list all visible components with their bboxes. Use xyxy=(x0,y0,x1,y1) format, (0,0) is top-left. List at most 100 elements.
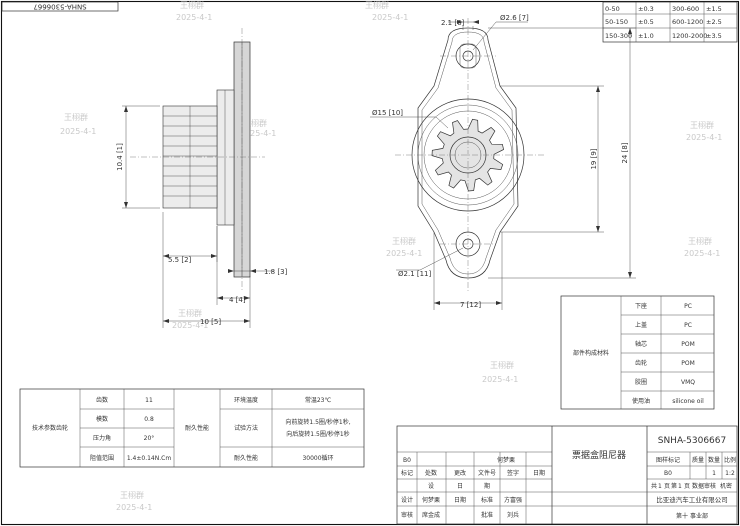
tol-cell: ±0.5 xyxy=(638,18,654,26)
svg-text:王栩群: 王栩群 xyxy=(392,236,416,246)
dim-7: 7 [12] xyxy=(460,301,481,309)
tol-cell: 0-50 xyxy=(605,5,620,13)
svg-text:数据审核: 数据审核 xyxy=(692,482,716,490)
svg-text:向前旋转1.5圈/秒停1秒,: 向前旋转1.5圈/秒停1秒, xyxy=(285,418,350,426)
svg-text:王栩群: 王栩群 xyxy=(690,120,714,130)
svg-text:更改: 更改 xyxy=(454,469,466,477)
dim-dia-2-6: Ø2.6 [7] xyxy=(500,14,529,22)
tol-cell: 300-600 xyxy=(672,5,699,13)
dim-10-4: 10.4 [1] xyxy=(116,143,124,171)
rotated-part-number-box: SNHA-5306667 xyxy=(1,1,119,12)
svg-text:日期: 日期 xyxy=(533,469,545,477)
rotated-part-number: SNHA-5306667 xyxy=(33,3,86,11)
svg-text:0.8: 0.8 xyxy=(144,416,154,423)
svg-text:环境温度: 环境温度 xyxy=(234,396,258,404)
svg-text:处数: 处数 xyxy=(425,469,437,477)
svg-text:2025-4-1: 2025-4-1 xyxy=(172,321,208,330)
materials-group-label: 部件构成材料 xyxy=(573,349,609,357)
svg-text:B0: B0 xyxy=(403,457,411,464)
svg-text:批准: 批准 xyxy=(481,511,493,519)
svg-text:齿轮: 齿轮 xyxy=(635,359,647,367)
svg-text:审核: 审核 xyxy=(401,511,413,519)
svg-text:何梦栗: 何梦栗 xyxy=(497,456,515,464)
svg-text:2025-4-1: 2025-4-1 xyxy=(684,249,720,258)
svg-text:B0: B0 xyxy=(664,470,672,477)
svg-text:机密: 机密 xyxy=(720,482,732,490)
svg-text:试验方法: 试验方法 xyxy=(234,424,258,432)
svg-text:2025-4-1: 2025-4-1 xyxy=(116,503,152,512)
svg-text:图样标记: 图样标记 xyxy=(656,456,680,464)
dim-dia-2-1: Ø2.1 [11] xyxy=(398,270,432,278)
svg-text:设计: 设计 xyxy=(401,496,413,504)
svg-text:2025-4-1: 2025-4-1 xyxy=(686,133,722,142)
svg-text:标记: 标记 xyxy=(401,469,413,477)
svg-text:共: 共 xyxy=(651,482,657,490)
svg-text:使用油: 使用油 xyxy=(632,397,650,405)
svg-text:1.4±0.14N.Cm: 1.4±0.14N.Cm xyxy=(127,455,172,462)
svg-text:下座: 下座 xyxy=(635,302,647,310)
svg-text:签字: 签字 xyxy=(507,469,519,477)
front-flange xyxy=(417,27,519,279)
svg-text:上盖: 上盖 xyxy=(635,321,647,329)
svg-text:刘兵: 刘兵 xyxy=(507,511,519,519)
svg-text:王栩群: 王栩群 xyxy=(180,0,204,10)
svg-text:页: 页 xyxy=(664,483,670,490)
svg-text:王栩群: 王栩群 xyxy=(120,490,144,500)
dim-dia-15: Ø15 [10] xyxy=(372,109,403,117)
svg-text:POM: POM xyxy=(681,341,695,348)
side-body xyxy=(216,89,235,226)
tol-cell: 50-150 xyxy=(605,18,628,26)
side-view: 10.4 [1] 5.5 [2] 1.8 [3] 4 [4] 10 [5] xyxy=(116,28,288,328)
tol-cell: ±2.5 xyxy=(706,18,722,26)
svg-text:模数: 模数 xyxy=(96,415,108,423)
svg-text:王栩群: 王栩群 xyxy=(64,112,88,122)
svg-text:1: 1 xyxy=(678,483,682,490)
svg-text:比例: 比例 xyxy=(724,456,736,464)
svg-text:11: 11 xyxy=(145,397,153,404)
svg-text:常温23℃: 常温23℃ xyxy=(305,396,332,404)
tol-cell: ±1.5 xyxy=(706,5,722,13)
svg-text:轴芯: 轴芯 xyxy=(635,340,647,348)
tol-cell: 600-1200 xyxy=(672,18,703,26)
tol-cell: ±0.3 xyxy=(638,5,654,13)
front-view: 2.1 [6] Ø2.6 [7] Ø15 [10] 19 [9] 24 [8] … xyxy=(370,14,636,310)
svg-text:标准: 标准 xyxy=(481,496,493,504)
gear-group-label: 技术参数齿轮 xyxy=(32,424,68,432)
svg-text:2025-4-1: 2025-4-1 xyxy=(386,249,422,258)
svg-text:压力角: 压力角 xyxy=(93,434,111,442)
dim-5-5: 5.5 [2] xyxy=(168,256,192,264)
svg-text:胶圈: 胶圈 xyxy=(635,378,647,386)
svg-text:阻值范围: 阻值范围 xyxy=(90,454,114,462)
svg-text:20°: 20° xyxy=(144,435,155,442)
svg-text:何梦栗: 何梦栗 xyxy=(422,496,440,504)
svg-text:日: 日 xyxy=(457,483,463,490)
svg-text:1: 1 xyxy=(658,483,662,490)
svg-text:向后旋转1.5圈/秒停1秒: 向后旋转1.5圈/秒停1秒 xyxy=(286,430,349,438)
svg-text:数量: 数量 xyxy=(708,456,720,464)
part-number: SNHA-5306667 xyxy=(658,436,727,446)
svg-text:王栩群: 王栩群 xyxy=(365,0,389,10)
svg-text:2025-4-1: 2025-4-1 xyxy=(240,129,276,138)
svg-text:王栩群: 王栩群 xyxy=(490,360,514,370)
dim-2-1: 2.1 [6] xyxy=(441,19,465,27)
dim-24: 24 [8] xyxy=(621,142,629,163)
svg-text:席金成: 席金成 xyxy=(422,511,440,519)
tol-cell: 1200-2000 xyxy=(672,32,707,40)
svg-text:1: 1 xyxy=(712,470,716,477)
part-name: 票据盒阻尼器 xyxy=(572,449,626,461)
dim-1-8: 1.8 [3] xyxy=(264,268,288,276)
svg-text:耐久性能: 耐久性能 xyxy=(234,454,258,462)
svg-text:silicone oil: silicone oil xyxy=(672,398,704,405)
division-name: 第十 事业部 xyxy=(676,512,708,520)
svg-text:方富强: 方富强 xyxy=(504,496,522,504)
dim-19: 19 [9] xyxy=(590,148,598,169)
company-name: 比亚迪汽车工业有限公司 xyxy=(656,495,728,504)
svg-text:期: 期 xyxy=(484,482,490,490)
title-block: B0 何梦栗 标记 处数 更改 文件号 签字 日期 设 日 期 设计 何梦栗 日… xyxy=(396,425,738,525)
svg-text:日期: 日期 xyxy=(454,496,466,504)
svg-text:齿数: 齿数 xyxy=(96,396,108,404)
svg-text:2025-4-1: 2025-4-1 xyxy=(176,13,212,22)
svg-text:王栩群: 王栩群 xyxy=(178,308,202,318)
